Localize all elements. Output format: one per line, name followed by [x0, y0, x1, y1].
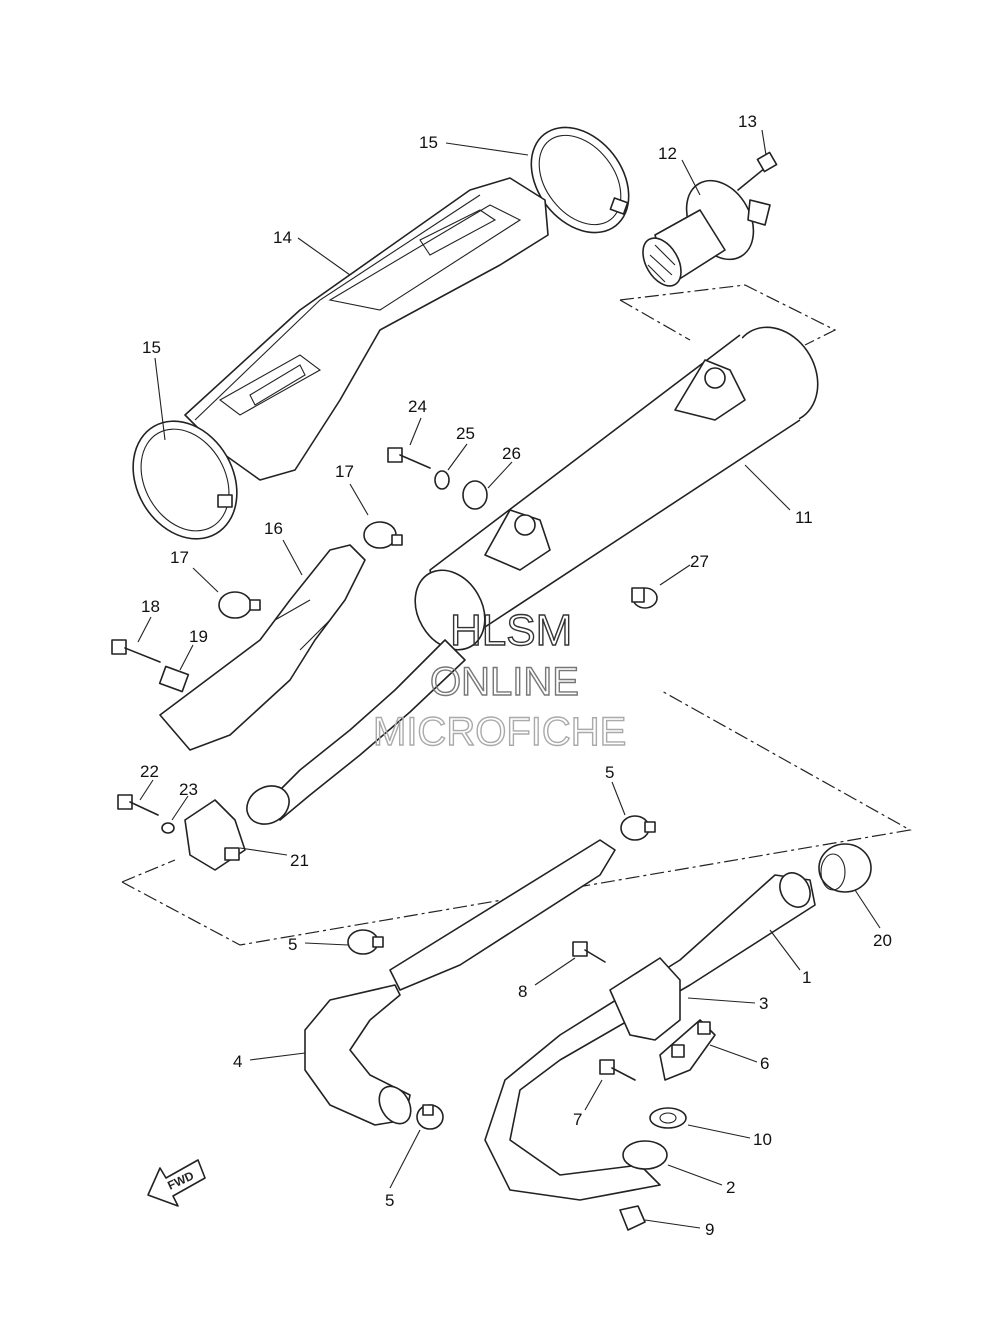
leader-lines: [137, 129, 881, 1229]
callouts: 15 13 12 14 15 24 25 26 17 11 16 17 27 1…: [140, 112, 892, 1239]
muffler-heat-protector: [184, 177, 549, 481]
muffler: [246, 326, 819, 825]
callout-15-upper: 15: [419, 133, 438, 152]
spark-arrester-screw: [737, 151, 778, 191]
clamp-bolt: [117, 794, 159, 816]
band-clamp-upper: [530, 126, 630, 234]
callout-6: 6: [760, 1054, 769, 1073]
pipe-sleeve: [818, 843, 872, 893]
callout-5-bottom: 5: [385, 1191, 394, 1210]
callout-14: 14: [273, 228, 292, 247]
assembly-outline-lower: [121, 689, 912, 946]
watermark: HLSM ONLINE MICROFICHE: [372, 605, 627, 754]
watermark-line-3: MICROFICHE: [373, 710, 626, 754]
callout-19: 19: [189, 627, 208, 646]
callout-26: 26: [502, 444, 521, 463]
watermark-line-2: ONLINE: [430, 660, 579, 704]
forward-direction-arrow: FWD: [147, 1159, 206, 1207]
clamp-lower: [218, 591, 261, 619]
callout-5-right: 5: [605, 763, 614, 782]
callout-7: 7: [573, 1110, 582, 1129]
flange-nut: [619, 1205, 646, 1231]
exhaust-flange: [622, 1140, 668, 1170]
washer: [434, 470, 450, 490]
exhaust-pipe-2: [304, 839, 616, 1126]
watermark-line-1: HLSM: [450, 606, 572, 655]
callout-15-lower: 15: [142, 338, 161, 357]
clamp-upper: [363, 521, 403, 549]
callout-10: 10: [753, 1130, 772, 1149]
spark-arrester: [642, 179, 771, 287]
muffler-bolt: [387, 447, 431, 469]
callout-25: 25: [456, 424, 475, 443]
callout-1: 1: [802, 968, 811, 987]
protector-bracket: [659, 1019, 716, 1081]
callout-9: 9: [705, 1220, 714, 1239]
protector-bolt: [572, 941, 606, 963]
pipe-clamp: [184, 799, 246, 871]
exhaust-pipe-protector: [609, 957, 681, 1041]
callout-13: 13: [738, 112, 757, 131]
callout-24: 24: [408, 397, 427, 416]
gasket: [649, 1107, 687, 1129]
callout-8: 8: [518, 982, 527, 1001]
callout-21: 21: [290, 851, 309, 870]
joint-bolt: [111, 639, 161, 663]
callout-2: 2: [726, 1178, 735, 1197]
callout-17-upper: 17: [335, 462, 354, 481]
callout-12: 12: [658, 144, 677, 163]
clamp-washer: [161, 822, 175, 834]
joint-pipe: [159, 544, 366, 751]
band-clamp-lower: [132, 420, 238, 540]
pipe-clamp-bottom: [416, 1104, 444, 1130]
joint-collar: [158, 665, 190, 693]
callout-11: 11: [795, 508, 813, 527]
collar: [462, 480, 488, 510]
assembly-outline-upper: [619, 284, 837, 346]
callout-17-lower: 17: [170, 548, 189, 567]
muffler-nut: [631, 587, 658, 609]
callout-18: 18: [141, 597, 160, 616]
callout-4: 4: [233, 1052, 242, 1071]
callout-5-left: 5: [288, 935, 297, 954]
callout-20: 20: [873, 931, 892, 950]
callout-22: 22: [140, 762, 159, 781]
bracket-bolt: [599, 1059, 636, 1081]
pipe-clamp-right: [620, 815, 656, 841]
pipe-clamp-left: [347, 929, 384, 955]
callout-23: 23: [179, 780, 198, 799]
callout-3: 3: [759, 994, 768, 1013]
callout-27: 27: [690, 552, 709, 571]
callout-16: 16: [264, 519, 283, 538]
